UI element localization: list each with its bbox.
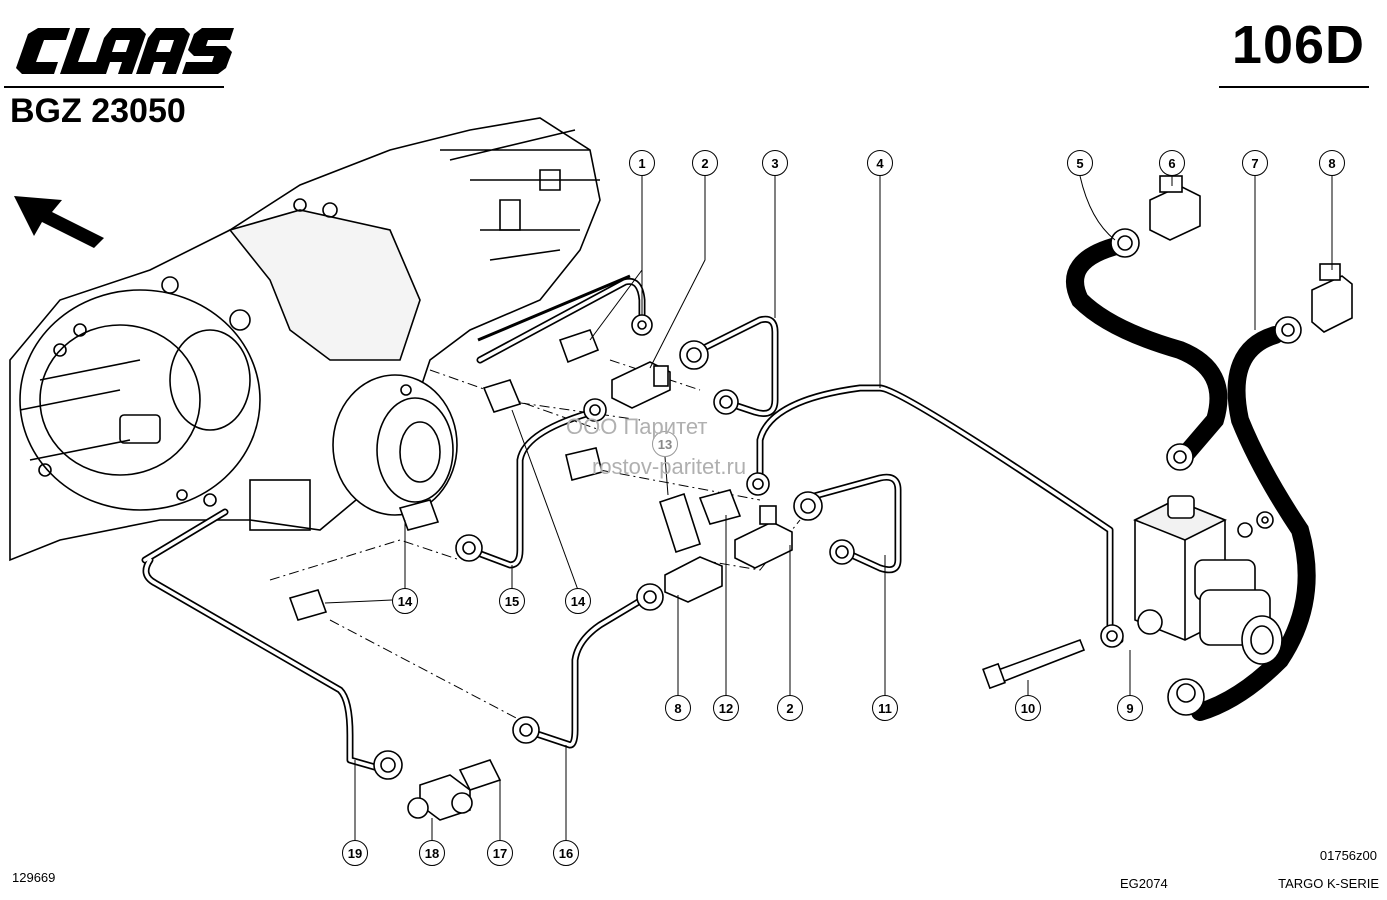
header-rule-left (4, 86, 224, 88)
header-rule-right (1219, 86, 1369, 88)
callout-13: 13 (652, 431, 678, 457)
footer-left-number: 129669 (12, 870, 56, 885)
callout-9: 9 (1117, 695, 1143, 721)
claas-logo (16, 28, 234, 74)
callout-4: 4 (867, 150, 893, 176)
leader-lines (324, 175, 1333, 840)
flexible-hoses (1066, 236, 1316, 721)
callout-8-top: 8 (1319, 150, 1345, 176)
footer-series: TARGO K-SERIE (1278, 876, 1379, 891)
watermark-url: rostov-paritet.ru (592, 454, 747, 479)
callout-18: 18 (419, 840, 445, 866)
callout-7: 7 (1242, 150, 1268, 176)
valve-block (1133, 495, 1283, 665)
footer-drawing-code: EG2074 (1120, 876, 1168, 891)
callout-14-left: 14 (392, 588, 418, 614)
callout-17: 17 (487, 840, 513, 866)
footer-image-ref: 01756z00 (1319, 848, 1377, 863)
callout-6: 6 (1159, 150, 1185, 176)
callout-15: 15 (499, 588, 525, 614)
arrow-up-left-icon (14, 196, 104, 248)
gearbox-assembly (9, 117, 601, 562)
callout-12: 12 (713, 695, 739, 721)
callout-19: 19 (342, 840, 368, 866)
callout-2-bottom: 2 (777, 695, 803, 721)
callout-8-bottom: 8 (665, 695, 691, 721)
callout-5: 5 (1067, 150, 1093, 176)
sheet-code: 106D (1231, 15, 1365, 75)
callout-11: 11 (872, 695, 898, 721)
hydraulic-pipes-inner (143, 279, 1122, 772)
callout-10: 10 (1015, 695, 1041, 721)
callout-2: 2 (692, 150, 718, 176)
callout-16: 16 (553, 840, 579, 866)
watermark-company: ООО Паритет (566, 414, 708, 439)
group-code: BGZ 23050 (10, 92, 186, 130)
bolt (982, 638, 1086, 690)
callout-1: 1 (629, 150, 655, 176)
callout-14-right: 14 (565, 588, 591, 614)
callout-3: 3 (762, 150, 788, 176)
fittings (288, 175, 1353, 821)
